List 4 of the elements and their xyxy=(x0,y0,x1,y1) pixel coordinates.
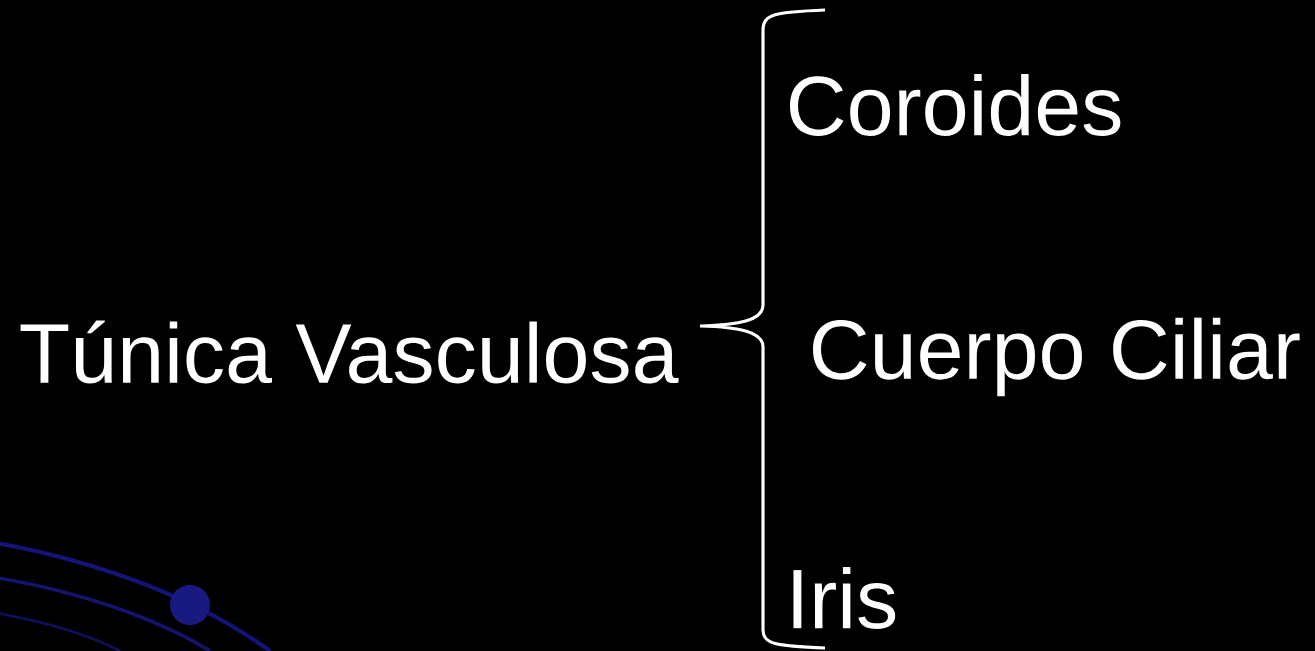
label-text: Cuerpo Ciliar xyxy=(813,317,1300,397)
label-text: Coroides xyxy=(790,74,1121,136)
label-text: Iris xyxy=(793,567,896,629)
label-text: Túnica Vasculosa xyxy=(20,320,679,384)
